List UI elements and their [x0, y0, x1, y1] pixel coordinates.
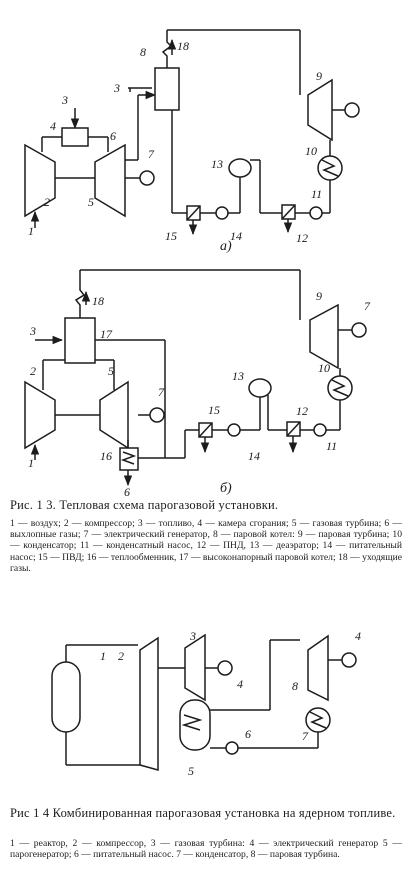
svg-text:2: 2	[44, 195, 50, 209]
svg-text:1: 1	[28, 456, 34, 470]
svg-text:15: 15	[165, 229, 177, 243]
compressor-b	[24, 380, 56, 450]
svg-text:4: 4	[50, 119, 56, 133]
svg-text:4: 4	[355, 629, 361, 643]
svg-text:13: 13	[211, 157, 223, 171]
svg-text:3: 3	[189, 629, 196, 643]
svg-text:18: 18	[177, 39, 189, 53]
svg-text:6: 6	[124, 485, 130, 499]
steam-turbine-b	[309, 303, 339, 370]
svg-text:16: 16	[100, 449, 112, 463]
svg-text:18: 18	[92, 294, 104, 308]
svg-text:8: 8	[292, 679, 298, 693]
scheme-nuclear: 1 2 3 4 4 5 6 7 8	[51, 629, 361, 778]
figure-14-legend: 1 — реактор, 2 — компрессор, 3 — газовая…	[10, 838, 402, 861]
deaerator-b	[248, 378, 272, 398]
svg-text:3: 3	[29, 324, 36, 338]
svg-text:6: 6	[245, 727, 251, 741]
feed-pump-nuclear	[225, 741, 239, 755]
svg-text:15: 15	[208, 403, 220, 417]
svg-text:9: 9	[316, 69, 322, 83]
svg-text:5: 5	[108, 364, 114, 378]
compressor-a	[24, 143, 56, 218]
svg-text:11: 11	[311, 187, 322, 201]
svg-text:14: 14	[248, 449, 260, 463]
svg-text:3: 3	[113, 81, 120, 95]
svg-text:10: 10	[318, 361, 330, 375]
reactor	[51, 661, 81, 733]
svg-text:5: 5	[88, 195, 94, 209]
gas-turbine-a	[94, 143, 126, 218]
svg-text:2: 2	[118, 649, 124, 663]
svg-text:14: 14	[230, 229, 242, 243]
compressor-nuclear	[139, 636, 159, 771]
feed-pump-b	[227, 423, 241, 437]
gas-turbine-b	[99, 380, 129, 450]
svg-text:17: 17	[100, 327, 113, 341]
generator-b	[149, 407, 165, 423]
steam-turbine-nuclear	[307, 634, 329, 702]
combustion-chamber-a	[61, 127, 89, 147]
generator-8-nuclear	[341, 652, 357, 668]
figure-14-caption: Рис 1 4 Комбинированная парогазовая уста…	[10, 806, 396, 820]
svg-text:7: 7	[302, 729, 309, 743]
svg-text:11: 11	[326, 439, 337, 453]
feed-pump-a	[215, 206, 229, 220]
svg-text:5: 5	[188, 764, 194, 778]
svg-text:13: 13	[232, 369, 244, 383]
gas-turbine-nuclear	[184, 633, 206, 702]
subfigure-b-label: б)	[220, 481, 232, 496]
steam-generator	[179, 699, 211, 751]
condensate-pump-a	[309, 206, 323, 220]
steam-turbine-a	[307, 78, 333, 142]
svg-text:10: 10	[305, 144, 317, 158]
svg-text:4: 4	[237, 677, 243, 691]
svg-text:9: 9	[316, 289, 322, 303]
svg-text:7: 7	[364, 299, 371, 313]
steam-boiler-a	[154, 67, 180, 111]
scheme-b: 1 2 3 5 6 7 7 9 10 11 12 13 14 15 16 17 …	[24, 269, 371, 499]
scheme-a: 1 2 3 3 4 5 6 7 8 18 9 10 11 12 13 14 15…	[24, 29, 360, 254]
condensate-pump-b	[313, 423, 327, 437]
generator-9-a	[344, 102, 360, 118]
hp-steam-boiler-b	[64, 317, 96, 364]
svg-text:3: 3	[61, 93, 68, 107]
figure-13-legend: 1 — воздух; 2 — компрессор; 3 — топливо,…	[10, 518, 402, 574]
generator-a	[139, 170, 155, 186]
figure-13-caption: Рис. 1 3. Тепловая схема парогазовой уст…	[10, 498, 279, 512]
svg-text:7: 7	[148, 147, 155, 161]
deaerator-a	[228, 158, 252, 178]
generator-nuclear	[217, 660, 233, 676]
subfigure-a-label: а)	[220, 239, 232, 254]
svg-text:2: 2	[30, 364, 36, 378]
svg-text:12: 12	[296, 404, 308, 418]
svg-text:1: 1	[100, 649, 106, 663]
svg-text:7: 7	[158, 385, 165, 399]
generator-9-b	[351, 322, 367, 338]
svg-text:6: 6	[110, 129, 116, 143]
svg-text:8: 8	[140, 45, 146, 59]
svg-text:12: 12	[296, 231, 308, 245]
heat-exchanger-b	[119, 447, 139, 471]
svg-text:1: 1	[28, 224, 34, 238]
